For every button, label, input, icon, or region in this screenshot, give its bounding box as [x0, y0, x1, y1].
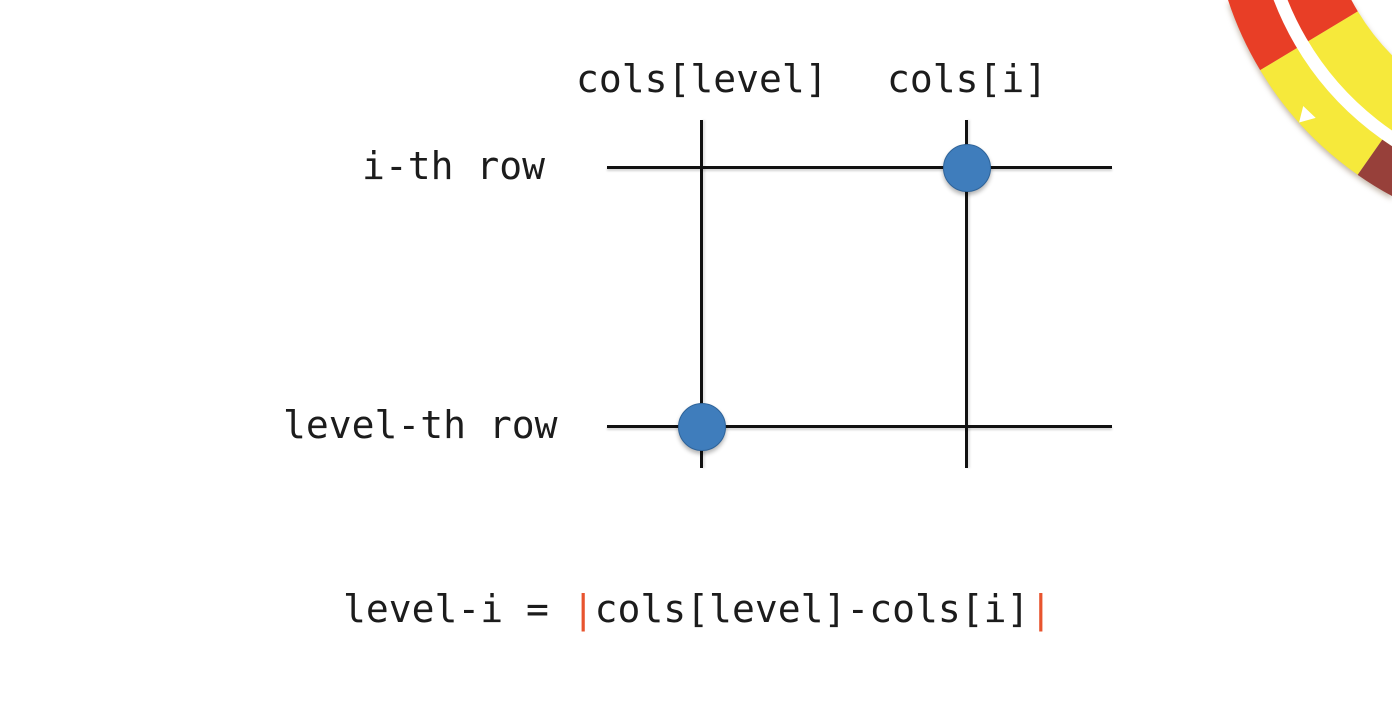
- row-label-level-th: level-th row: [283, 403, 558, 447]
- formula-lhs: level-i =: [343, 587, 572, 631]
- horizontal-line-level-th-row: [607, 425, 1112, 428]
- formula-open-pipe: |: [571, 587, 595, 631]
- ring-outer-maroon-segment: [1357, 139, 1392, 196]
- ring-outer-red-segment: [1228, 0, 1298, 71]
- intersection-dot-level-row: [678, 403, 726, 451]
- ring-inner-red-segment: [1273, 0, 1359, 48]
- formula: level-i = |cols[level]-cols[i]|: [343, 590, 1052, 628]
- vertical-line-cols-level: [700, 120, 703, 468]
- horizontal-line-i-th-row: [607, 166, 1112, 169]
- formula-close-pipe: |: [1029, 587, 1053, 631]
- decorative-ring: [1228, 0, 1392, 196]
- ring-separator-arc: [1273, 0, 1392, 146]
- ring-outer-yellow-segment: [1260, 47, 1383, 175]
- intersection-dot-i-row: [943, 144, 991, 192]
- row-label-i-th: i-th row: [362, 144, 546, 188]
- ring-arrow-icon: [1299, 106, 1316, 123]
- column-label-cols-level: cols[level]: [576, 57, 828, 101]
- ring-inner-yellow-segment: [1296, 10, 1392, 147]
- column-label-cols-i: cols[i]: [887, 57, 1048, 101]
- formula-body: cols[level]-cols[i]: [594, 587, 1030, 631]
- vertical-line-cols-i: [965, 120, 968, 468]
